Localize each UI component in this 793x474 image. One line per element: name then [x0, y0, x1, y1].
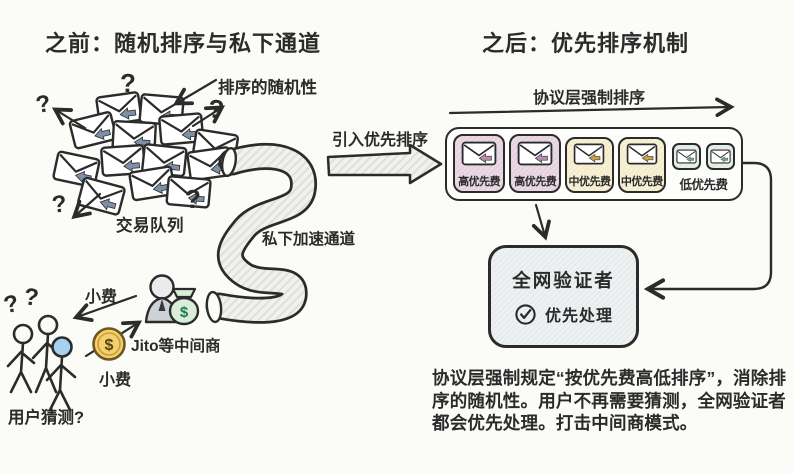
- envelope-icon: [710, 149, 731, 164]
- check-circle-icon: [515, 303, 536, 325]
- fee-box-label: 低优先费: [679, 178, 728, 192]
- users-guess-label: 用户猜测?: [8, 409, 85, 427]
- randomness-label: 排序的随机性: [218, 79, 317, 97]
- user-stick-figures: [6, 314, 77, 412]
- pile-arrow-up-right-icon: [191, 105, 226, 128]
- private-channel-label: 私下加速通道: [262, 231, 356, 248]
- randomness-annotation-arrow-icon: [172, 78, 218, 106]
- fee-box-label: 高优先费: [458, 176, 501, 188]
- before-title: 之前：随机排序与私下通道: [45, 31, 322, 56]
- fee-box-low-2: [706, 143, 735, 170]
- envelope-icon: [517, 141, 553, 166]
- queue-label: 交易队列: [116, 217, 184, 235]
- fee-box-label: 中优先费: [568, 176, 611, 188]
- middleman-label: Jito等中间商: [131, 338, 221, 355]
- transition-arrow-icon: [326, 143, 443, 185]
- enforced-order-arrow-icon: [448, 97, 735, 118]
- fee-box-label: 高优先费: [514, 176, 557, 188]
- fee-box-label: 中优先费: [620, 176, 664, 188]
- envelope-icon: [461, 141, 497, 166]
- fee-box-low-1: [672, 143, 701, 170]
- fee-box-high-2: 高优先费: [509, 134, 562, 193]
- description-line: 协议层强制规定“按优先费高低排序”，消除排: [432, 368, 787, 388]
- question-mark: ?: [120, 68, 136, 98]
- question-mark: ?: [50, 190, 68, 219]
- fee-box-mid-1: 中优先费: [565, 137, 614, 193]
- pile-arrow-down-left-icon: [71, 192, 102, 220]
- validator-box: 全网验证者 优先处理: [488, 245, 639, 348]
- description-text: 协议层强制规定“按优先费高低排序”，消除排 序的随机性。用户不再需要猜测，全网验…: [432, 367, 786, 435]
- priority-fee-row: 高优先费 高优先费 中优先费 中优先费 低优先费: [445, 127, 743, 201]
- after-title: 之后：优先排序机制: [482, 31, 690, 56]
- fee-box-mid-2: 中优先费: [617, 137, 666, 193]
- bag-dollar-symbol: $: [180, 304, 189, 321]
- fee-group-low: 低优先费: [672, 143, 735, 193]
- fee-box-high-1: 高优先费: [453, 134, 506, 193]
- private-channel-tube: [205, 143, 318, 324]
- question-mark: ?: [22, 283, 41, 312]
- envelope-icon: [574, 143, 605, 165]
- row-to-validator-arrow-icon: [531, 203, 551, 241]
- tip-coin-icon: $: [92, 327, 126, 361]
- tip-label-bottom: 小费: [99, 372, 132, 389]
- enforced-order-label: 协议层强制排序: [532, 90, 645, 107]
- validator-status: 优先处理: [544, 308, 613, 325]
- transition-label: 引入优先排序: [331, 132, 428, 149]
- tip-label-top: 小费: [85, 289, 118, 306]
- pile-arrow-up-left-icon: [51, 107, 87, 130]
- user-head-blue: [51, 336, 73, 358]
- money-bag-icon: $: [168, 287, 200, 326]
- tip-arrow-to-users-icon: [72, 294, 138, 323]
- coin-dollar-symbol: $: [105, 337, 114, 354]
- question-mark: ?: [185, 184, 201, 214]
- description-line: 都会优先处理。打击中间商模式。: [432, 413, 698, 433]
- description-line: 序的随机性。用户不再需要猜测，全网验证者: [432, 390, 786, 411]
- feedback-loop-arrow-icon: [643, 161, 773, 300]
- envelope-icon: [626, 143, 658, 165]
- validator-title: 全网验证者: [512, 270, 615, 291]
- envelope-icon: [676, 149, 697, 164]
